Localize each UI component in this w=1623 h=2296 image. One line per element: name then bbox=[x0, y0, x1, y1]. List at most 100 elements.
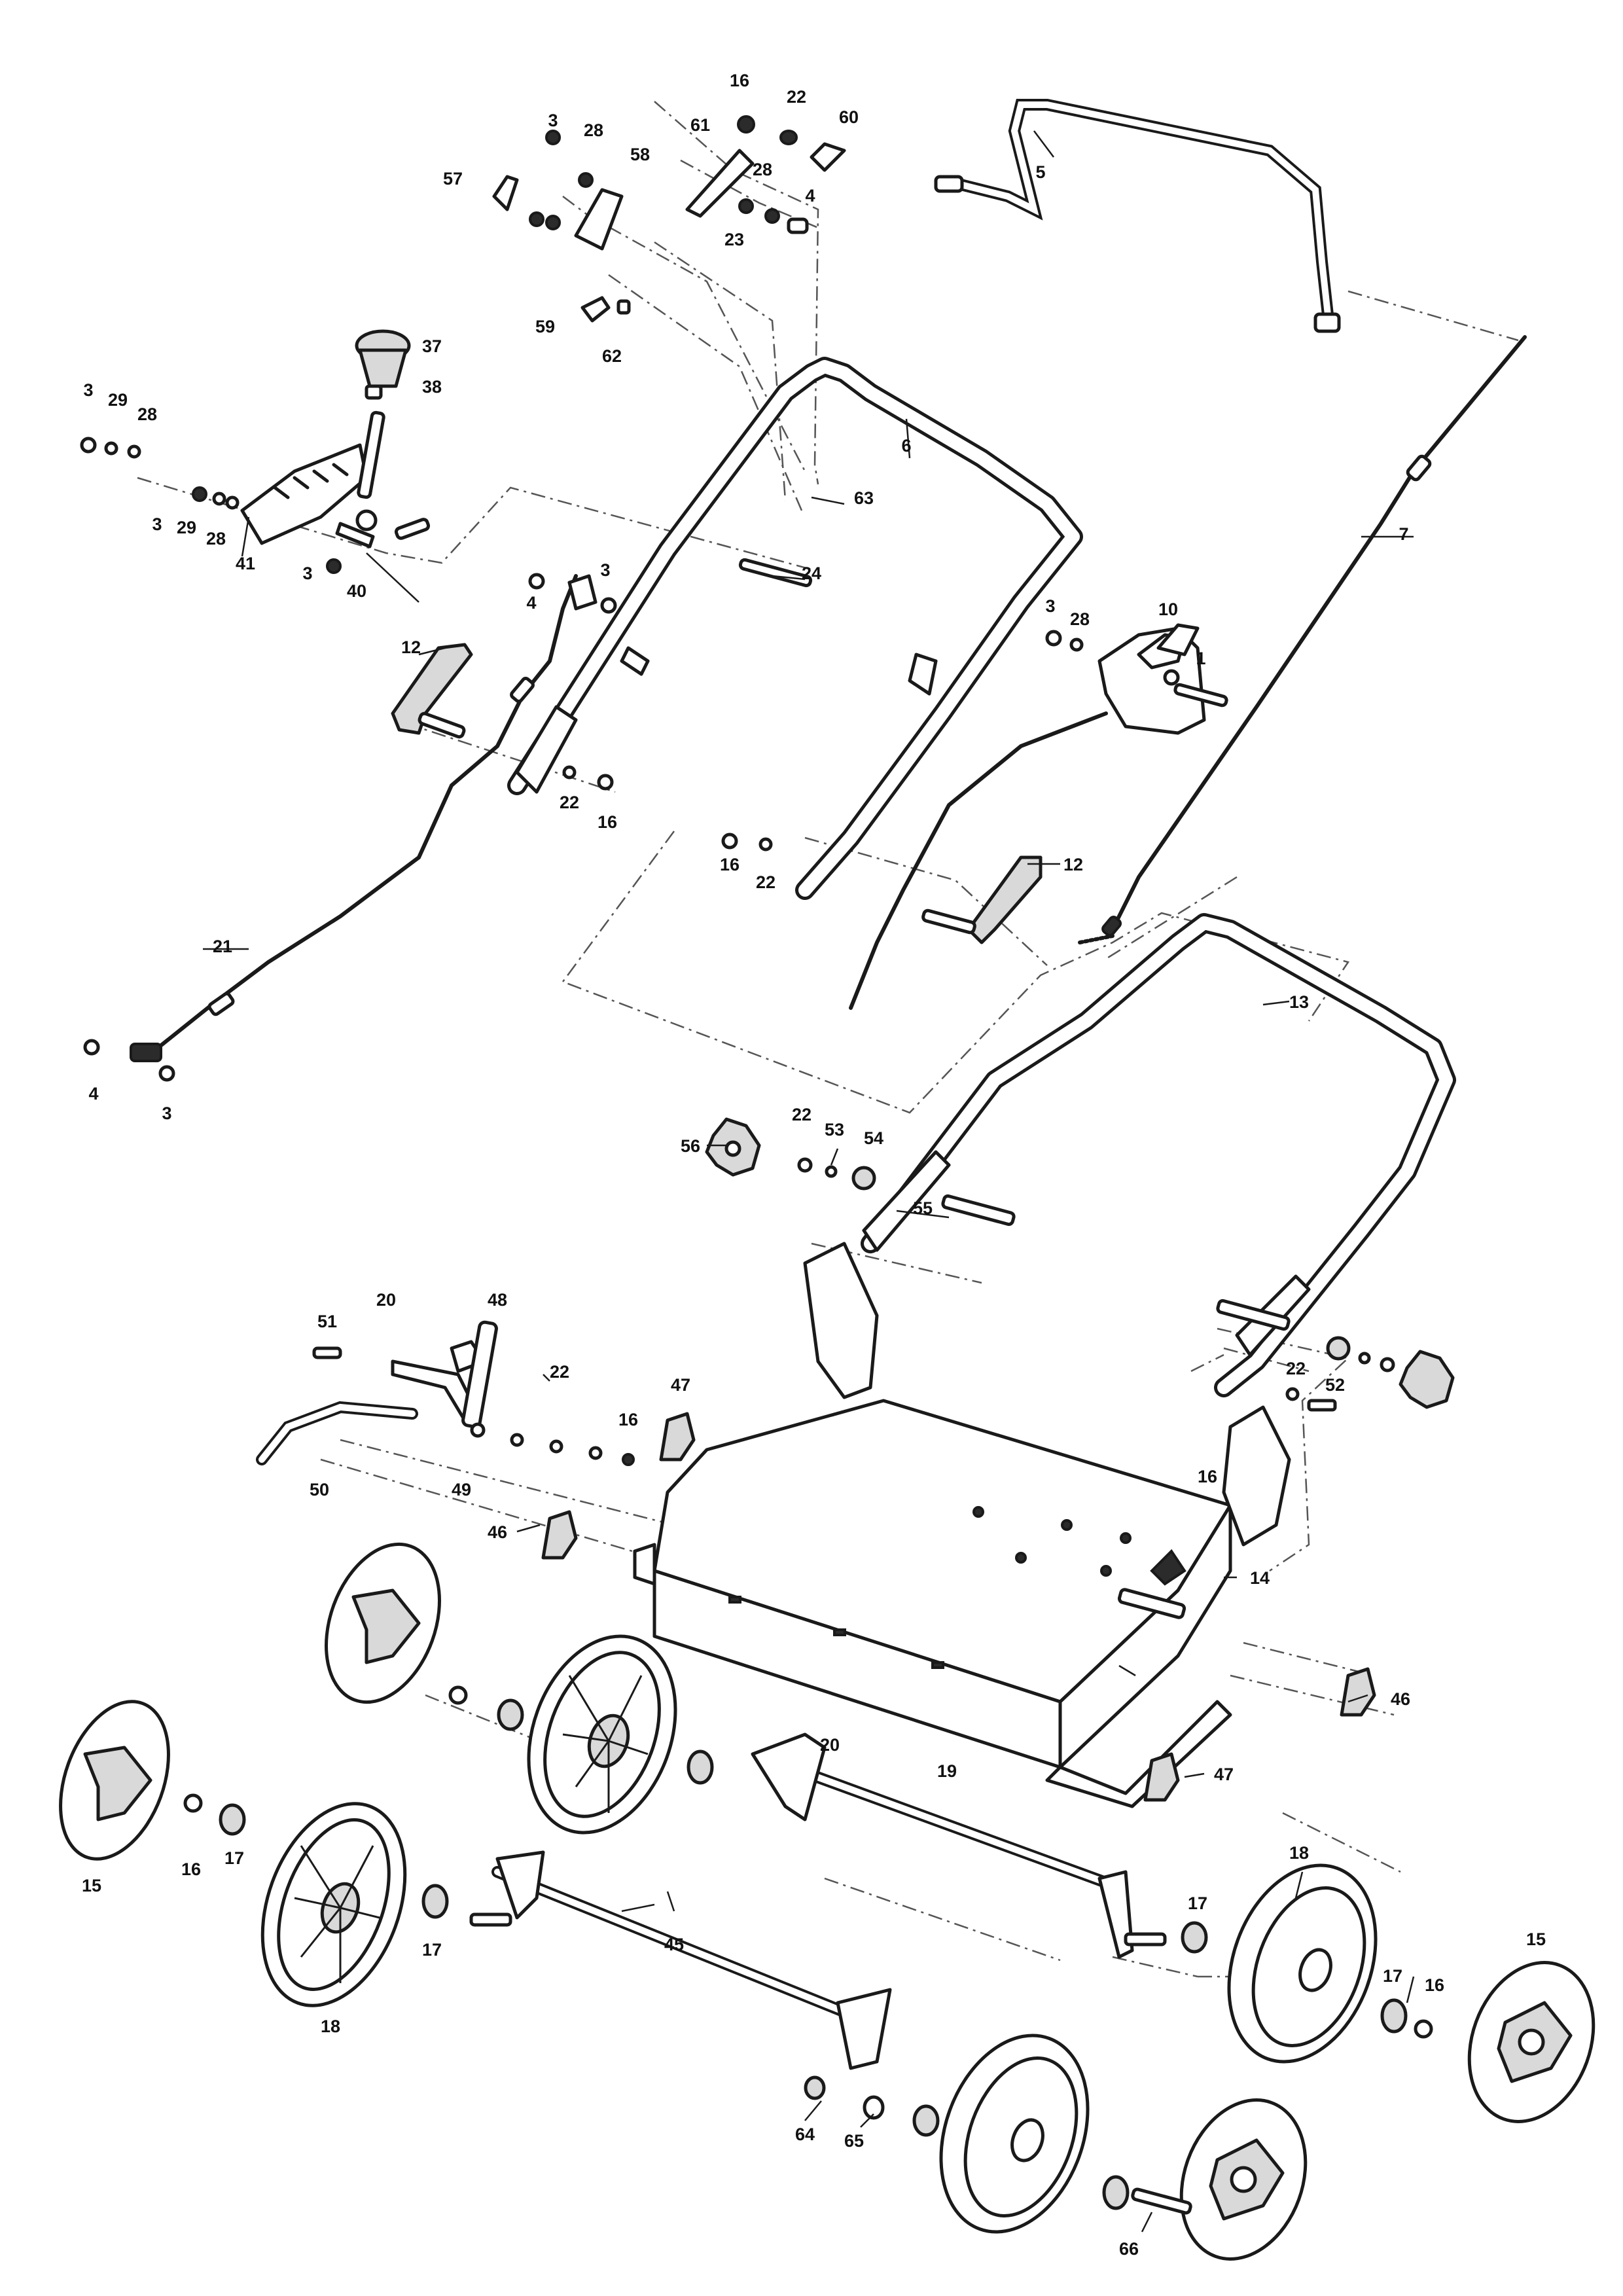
callout-28: 28 bbox=[137, 404, 157, 424]
callout-22: 22 bbox=[787, 87, 806, 107]
callout-64: 64 bbox=[795, 2125, 815, 2144]
height-adjuster bbox=[240, 410, 385, 548]
callout-13: 13 bbox=[1289, 992, 1309, 1012]
bail-handle bbox=[934, 99, 1341, 333]
callout-61: 61 bbox=[690, 115, 710, 135]
assembly-guide-lines bbox=[137, 101, 1519, 1978]
callout-41: 41 bbox=[236, 554, 255, 573]
callout-62: 62 bbox=[602, 346, 622, 366]
callout-16: 16 bbox=[618, 1410, 638, 1429]
callout-6: 6 bbox=[901, 436, 911, 456]
callout-22: 22 bbox=[550, 1362, 569, 1382]
callout-16: 16 bbox=[597, 812, 617, 832]
throttle-cable bbox=[130, 574, 597, 1062]
callout-3: 3 bbox=[548, 111, 558, 130]
callout-3: 3 bbox=[1045, 596, 1055, 616]
callout-21: 21 bbox=[213, 937, 232, 956]
lower-handle-bar bbox=[861, 913, 1456, 1397]
callout-1: 1 bbox=[1196, 649, 1205, 668]
callout-17: 17 bbox=[224, 1848, 244, 1868]
callout-60: 60 bbox=[839, 107, 859, 127]
callout-4: 4 bbox=[88, 1084, 98, 1103]
wheel-right-mid bbox=[1227, 1863, 1378, 2064]
callout-28: 28 bbox=[1070, 609, 1090, 629]
callout-22: 22 bbox=[792, 1105, 812, 1124]
callout-48: 48 bbox=[488, 1290, 507, 1310]
wheel-right-front bbox=[939, 2034, 1090, 2234]
callout-4: 4 bbox=[805, 186, 815, 206]
callout-28: 28 bbox=[753, 160, 772, 179]
callout-17: 17 bbox=[1383, 1966, 1402, 1986]
wheel-front-left bbox=[260, 1802, 407, 2007]
callout-23: 23 bbox=[724, 230, 744, 249]
callout-16: 16 bbox=[1425, 1975, 1444, 1995]
callout-18: 18 bbox=[321, 2017, 340, 2036]
callout-58: 58 bbox=[630, 145, 650, 164]
axle-brackets bbox=[541, 1412, 1376, 1802]
callout-28: 28 bbox=[584, 120, 603, 140]
callout-40: 40 bbox=[347, 581, 366, 601]
callout-7: 7 bbox=[1399, 524, 1408, 544]
callout-17: 17 bbox=[1188, 1893, 1207, 1913]
callout-5: 5 bbox=[1035, 162, 1045, 182]
callout-3: 3 bbox=[600, 560, 610, 580]
callout-3: 3 bbox=[302, 564, 312, 583]
callout-17: 17 bbox=[422, 1940, 442, 1960]
callout-3: 3 bbox=[83, 380, 93, 400]
callout-63: 63 bbox=[854, 488, 874, 508]
callout-29: 29 bbox=[108, 390, 128, 410]
callout-15: 15 bbox=[82, 1876, 101, 1895]
callout-46: 46 bbox=[488, 1522, 507, 1542]
callout-38: 38 bbox=[422, 377, 442, 397]
hubcap-right-front bbox=[1179, 2098, 1308, 2261]
callout-28: 28 bbox=[206, 529, 226, 548]
hubcap-rear-left bbox=[325, 1542, 441, 1704]
callout-14: 14 bbox=[1250, 1568, 1270, 1588]
callout-47: 47 bbox=[1214, 1765, 1234, 1784]
fasteners-middle bbox=[705, 1117, 1455, 1412]
callout-20: 20 bbox=[820, 1735, 840, 1755]
callout-16: 16 bbox=[730, 71, 749, 90]
callout-10: 10 bbox=[1158, 600, 1178, 619]
cable-clip-parts bbox=[492, 115, 846, 323]
callout-22: 22 bbox=[1286, 1359, 1306, 1378]
callout-12: 12 bbox=[401, 637, 421, 657]
callout-51: 51 bbox=[317, 1312, 337, 1331]
callout-47: 47 bbox=[671, 1375, 690, 1395]
cam-lever-right bbox=[921, 855, 1043, 944]
scarifier-deck bbox=[633, 1242, 1291, 1808]
callout-16: 16 bbox=[720, 855, 740, 874]
callout-20: 20 bbox=[376, 1290, 396, 1310]
callout-labels: 16 22 60 61 3 28 58 57 28 4 23 5 59 62 3… bbox=[82, 71, 1546, 2259]
adjuster-knob bbox=[355, 329, 411, 400]
callout-59: 59 bbox=[535, 317, 555, 336]
upper-handle-bar bbox=[507, 357, 1083, 900]
callout-52: 52 bbox=[1325, 1375, 1345, 1395]
cam-lever-left bbox=[391, 643, 473, 739]
callout-4: 4 bbox=[526, 593, 536, 613]
front-axle bbox=[469, 1850, 892, 2070]
callout-46: 46 bbox=[1391, 1689, 1410, 1709]
control-box bbox=[1097, 623, 1206, 735]
callout-57: 57 bbox=[443, 169, 463, 188]
callout-16: 16 bbox=[181, 1859, 201, 1879]
callout-53: 53 bbox=[825, 1120, 844, 1139]
callout-3: 3 bbox=[162, 1103, 171, 1123]
callout-15: 15 bbox=[1526, 1929, 1546, 1949]
callout-18: 18 bbox=[1289, 1843, 1309, 1863]
callout-24: 24 bbox=[802, 564, 821, 583]
control-cable bbox=[849, 711, 1108, 1010]
fasteners-upper-left bbox=[80, 437, 1228, 1082]
callout-56: 56 bbox=[681, 1136, 700, 1156]
callout-54: 54 bbox=[864, 1128, 883, 1148]
rear-axle bbox=[751, 1732, 1167, 1959]
callout-49: 49 bbox=[452, 1480, 471, 1499]
hubcap-front-left bbox=[59, 1700, 170, 1861]
callout-29: 29 bbox=[177, 518, 196, 537]
callout-3: 3 bbox=[152, 514, 162, 534]
callout-19: 19 bbox=[937, 1761, 957, 1781]
callout-12: 12 bbox=[1063, 855, 1083, 874]
callout-50: 50 bbox=[310, 1480, 329, 1499]
bail-cable bbox=[1078, 335, 1527, 944]
